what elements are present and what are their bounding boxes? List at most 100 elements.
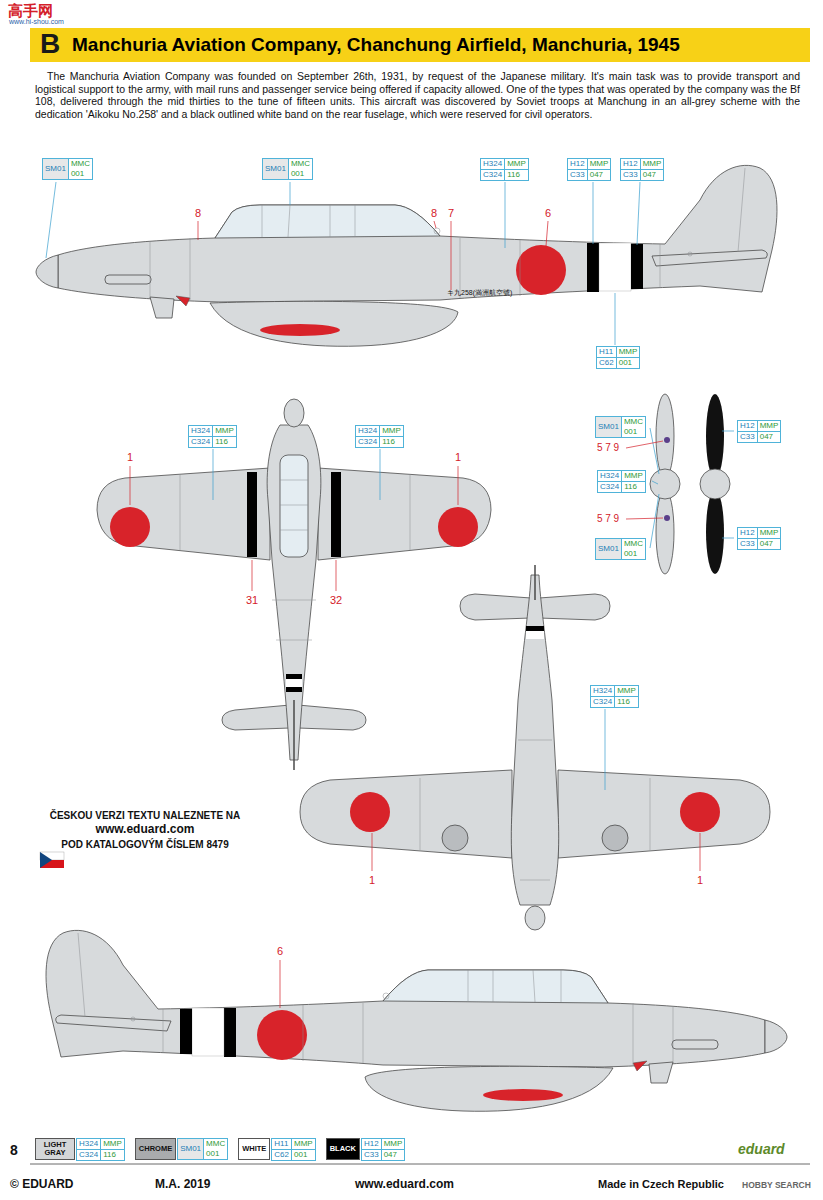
origin-note: Made in Czech Republic (598, 1178, 724, 1191)
paint-code: H324 (591, 686, 615, 697)
bottom-view (350, 792, 390, 832)
callout-number: 31 (246, 594, 258, 607)
paint-code: 047 (588, 170, 611, 180)
bottom-view (534, 565, 536, 600)
paint-code: H12 (568, 159, 588, 170)
paint-code: H12 (738, 528, 758, 539)
paint-code: MMC (622, 539, 645, 549)
paint-code: MMP (758, 421, 781, 432)
color-callout: H324MMPC324116 (188, 425, 237, 448)
top-view (97, 399, 491, 770)
propeller-views (650, 394, 730, 574)
paint-code: C324 (189, 437, 213, 447)
leader-lines (46, 182, 56, 258)
propeller-views (656, 394, 674, 478)
color-callout: H11MMPC62001 (271, 1138, 315, 1161)
footer-rule (30, 1164, 810, 1165)
leader-lines (650, 494, 659, 548)
top-view (284, 399, 304, 427)
paint-code: C62 (272, 1150, 292, 1160)
paint-code: C62 (597, 358, 617, 368)
paint-code: C33 (738, 539, 758, 549)
paint-code: MMP (641, 159, 664, 170)
brand-logo: eduard (738, 1141, 785, 1157)
paint-code: MMC (204, 1139, 227, 1149)
leader-lines (336, 560, 337, 591)
leader-lines (434, 221, 436, 228)
bottom-view (680, 792, 720, 832)
paint-code: C324 (77, 1150, 101, 1160)
footer-url: www.eduard.com (355, 1178, 454, 1192)
top-view (280, 455, 308, 557)
propeller-views (706, 394, 724, 478)
side-profile (262, 205, 355, 237)
legend-swatch: CHROME (135, 1138, 176, 1160)
legend-text: WHITE (242, 1145, 266, 1153)
leader-lines (505, 182, 506, 248)
paint-code: 047 (641, 170, 664, 180)
leader-lines (252, 560, 253, 591)
paint-code: SM01 (178, 1139, 204, 1159)
watermark: HOBBY SEARCH (742, 1181, 811, 1191)
leader-lines (637, 182, 640, 245)
paint-code: H324 (189, 426, 213, 437)
paint-code: H11 (597, 347, 617, 358)
leader-lines (290, 182, 291, 205)
paint-code: H324 (598, 471, 622, 482)
color-callout: H12MMPC33047 (737, 420, 781, 443)
paint-code: SM01 (263, 159, 289, 179)
side-profile (599, 243, 631, 291)
side-profile (434, 228, 440, 234)
side-profile (46, 930, 787, 1111)
bottom-view (300, 565, 770, 930)
leader-lines (451, 221, 452, 290)
legend-text: CHROME (139, 1145, 172, 1153)
top-view (286, 687, 302, 692)
callout-number: 5 7 9 (597, 513, 619, 525)
paint-code: 001 (204, 1149, 227, 1159)
leader-lines (605, 709, 606, 790)
side-profile (587, 243, 599, 292)
callout-number: 6 (545, 207, 551, 220)
watermark-logo: 高手网 (8, 2, 53, 19)
color-callout: SM01MMC001 (595, 538, 646, 560)
leader-lines (130, 466, 131, 505)
paint-code: MMC (69, 159, 92, 169)
top-view (438, 507, 478, 547)
bottom-view (525, 906, 545, 930)
leader-lines (280, 960, 281, 1008)
paint-code: MMP (617, 347, 640, 358)
propeller-views (656, 490, 674, 574)
paint-code: MMP (382, 1139, 405, 1150)
side-profile (631, 244, 643, 289)
paint-code: MMP (380, 426, 403, 437)
legend-text: BLACK (330, 1145, 356, 1153)
leader-lines (615, 293, 616, 345)
color-callout: SM01MMC001 (595, 416, 646, 438)
czech-url: www.eduard.com (96, 823, 195, 837)
paint-code: 001 (622, 549, 645, 559)
paint-code: 047 (758, 432, 781, 442)
side-profile (58, 165, 777, 302)
paint-code: H12 (362, 1139, 382, 1150)
paint-code: 047 (758, 539, 781, 549)
paint-code: C33 (568, 170, 588, 180)
leader-lines (198, 221, 199, 240)
leader-lines (722, 538, 734, 539)
bottom-view (602, 825, 628, 851)
callout-number: 8 (431, 207, 437, 220)
paint-code: MMP (101, 1139, 124, 1150)
paint-code: 116 (622, 482, 645, 492)
paint-code: SM01 (596, 539, 622, 559)
fuselage-marking: キ九258(満洲航空號) (447, 289, 512, 297)
side-profile (36, 255, 58, 288)
paint-code: MMC (289, 159, 312, 169)
side-profile (652, 250, 767, 266)
paint-code: 116 (380, 437, 403, 447)
watermark-url: www.hi-shou.com (9, 18, 64, 26)
callout-number: 1 (127, 451, 133, 464)
profile-letter: B (40, 28, 60, 60)
leader-lines (593, 182, 594, 244)
side-profile (150, 297, 174, 318)
